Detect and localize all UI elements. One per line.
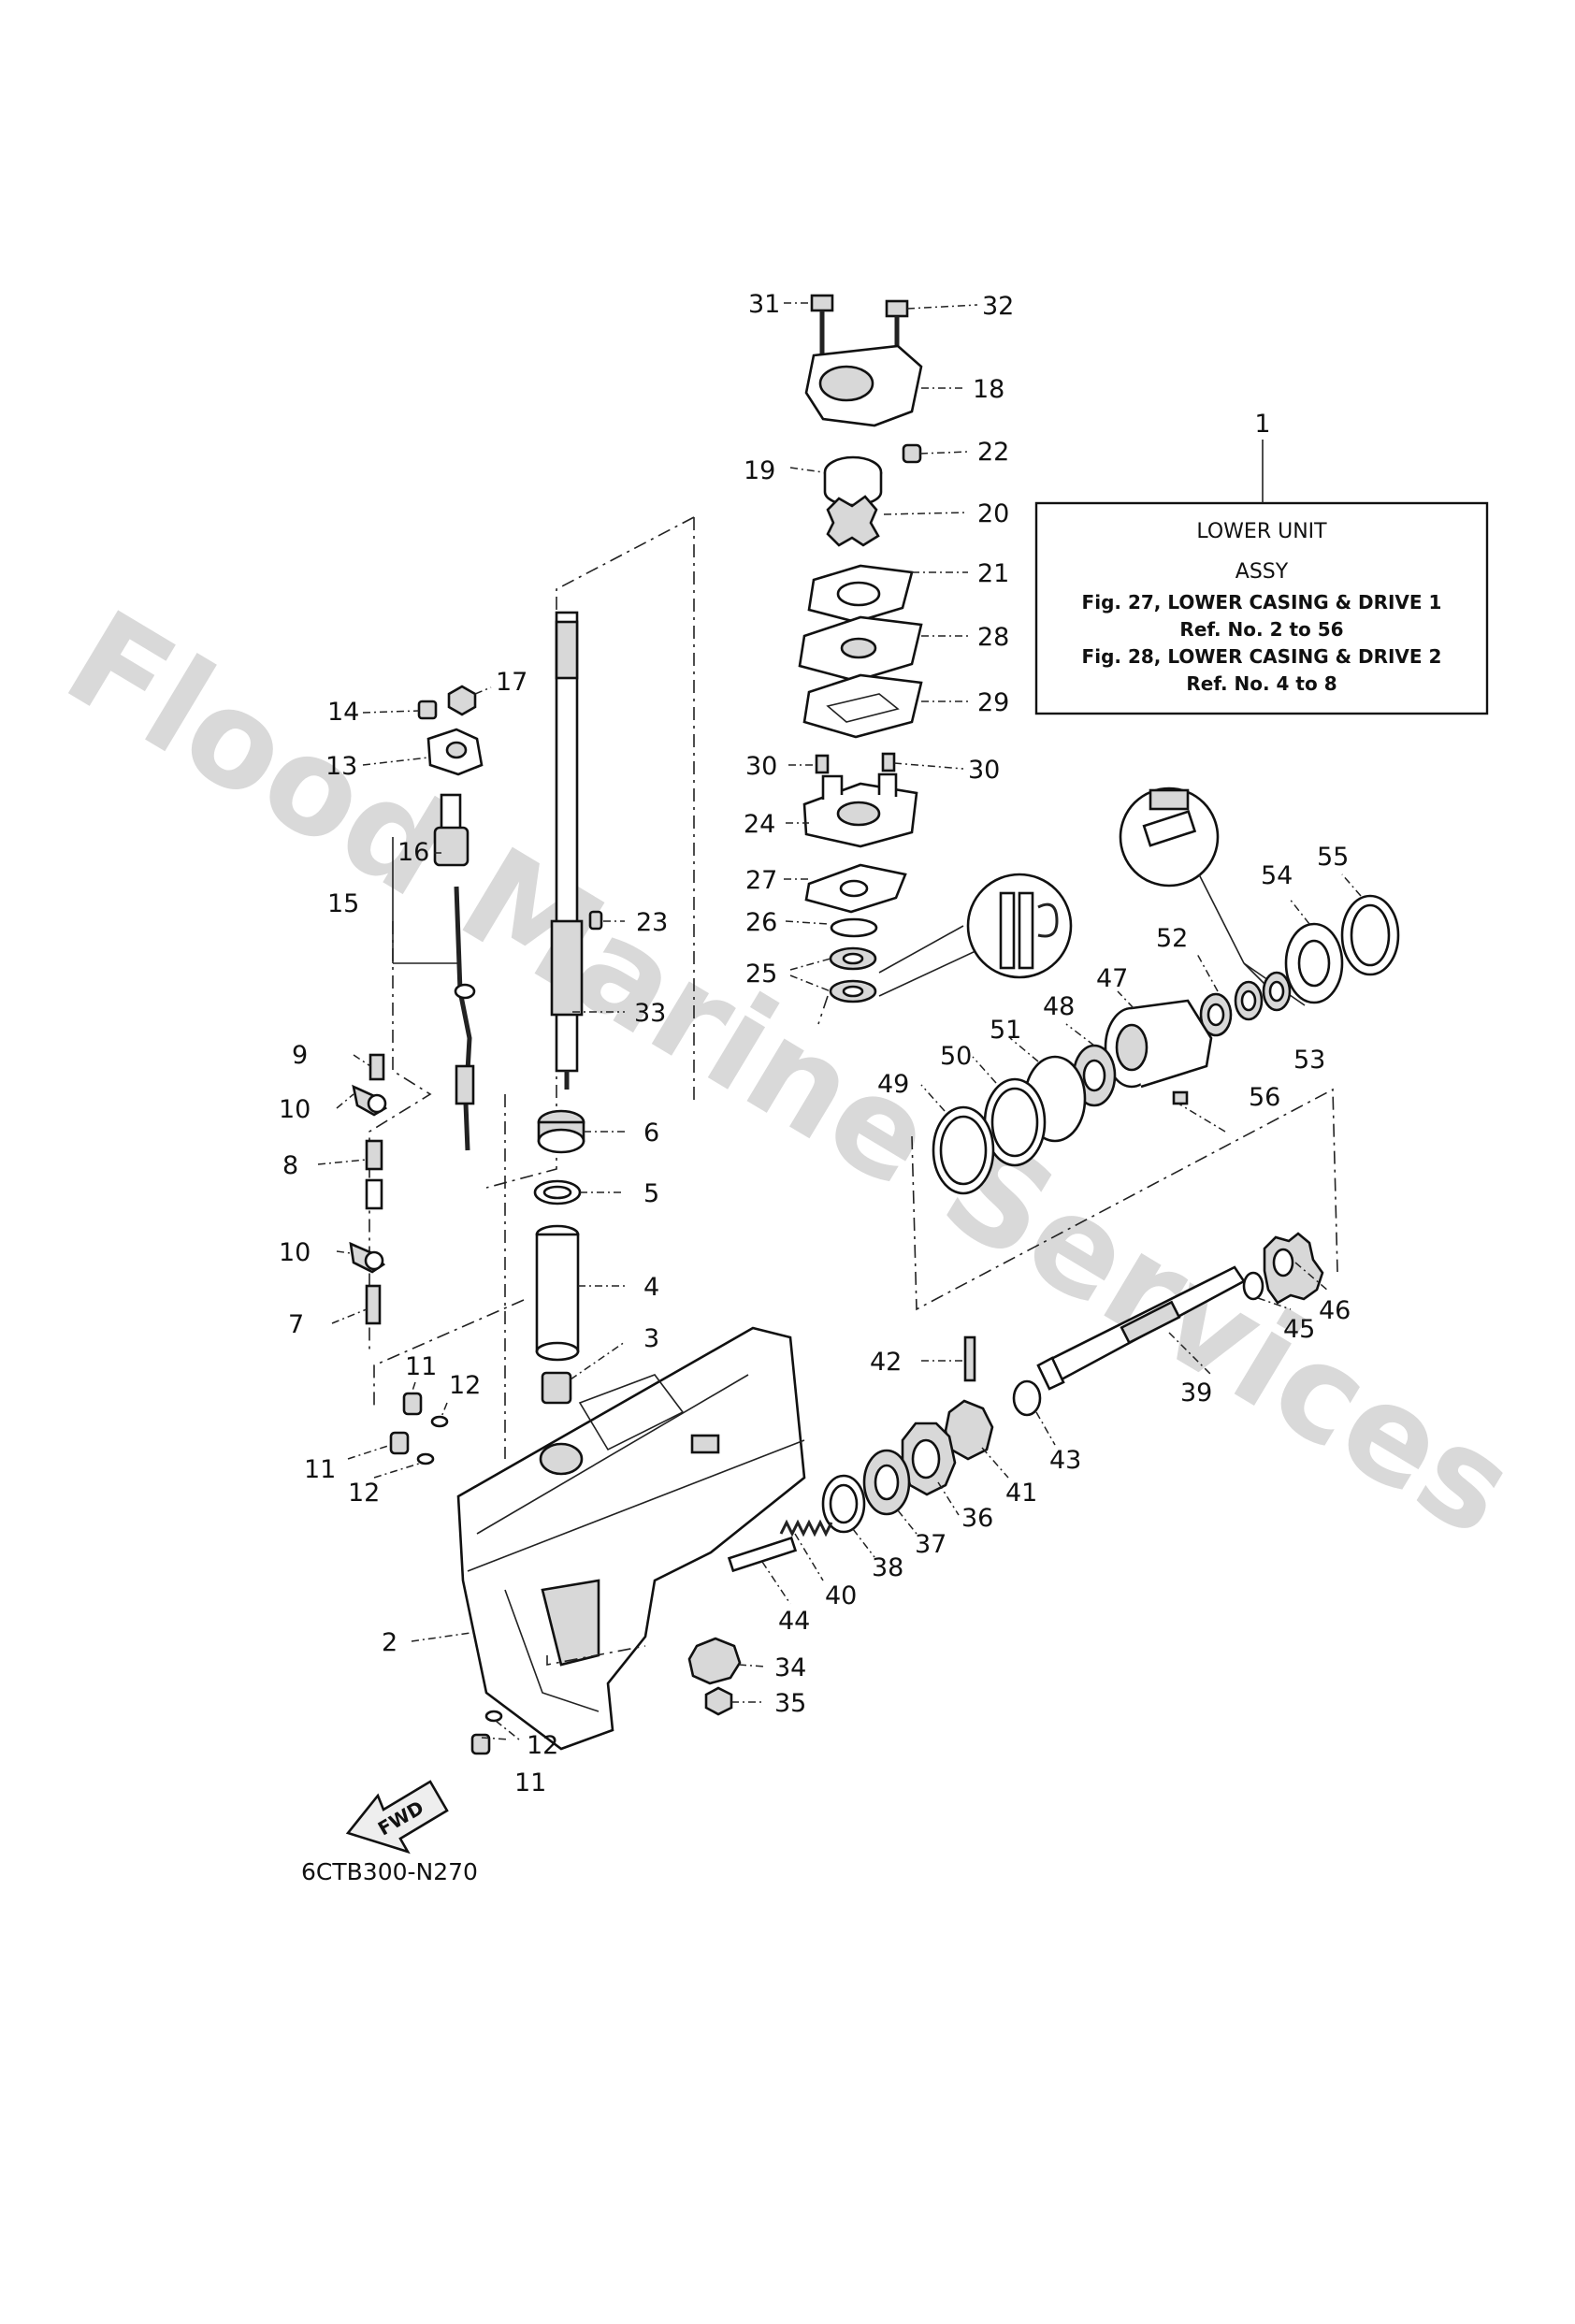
callout-56: 56 [1249,1083,1280,1112]
callout-36: 36 [961,1504,993,1533]
callout-28: 28 [977,623,1009,652]
callout-labels: 2 3 4 5 6 7 8 9 10 10 11 11 11 12 12 12 … [279,290,1351,1797]
callout-35: 35 [774,1689,806,1718]
callout-49: 49 [877,1070,909,1099]
box-title-line2: ASSY [1235,560,1289,584]
callout-11: 11 [514,1768,546,1797]
callout-10: 10 [279,1095,311,1124]
callout-26: 26 [745,908,777,937]
callout-2: 2 [382,1628,397,1657]
callout-43: 43 [1049,1446,1081,1475]
callout-25: 25 [745,960,777,989]
water-pump-parts [798,294,1073,1003]
callout-29: 29 [977,688,1009,717]
callout-34: 34 [774,1653,806,1682]
callout-48: 48 [1043,992,1075,1021]
shift-rod-parts [349,685,503,1755]
callout-11: 11 [405,1352,437,1381]
propeller-shaft-parts [687,787,1400,1716]
callout-51: 51 [990,1016,1021,1045]
box-line3: Fig. 27, LOWER CASING & DRIVE 1 [1082,591,1442,613]
figure-code: 6CTB300-N270 [301,1858,478,1885]
callout-24: 24 [744,810,775,839]
box-line5: Fig. 28, LOWER CASING & DRIVE 2 [1082,645,1442,668]
callout-14: 14 [327,698,359,727]
callout-12: 12 [348,1479,380,1508]
callout-45: 45 [1283,1315,1315,1344]
drive-shaft-parts [533,611,603,1405]
callout-54: 54 [1261,861,1293,890]
callout-12: 12 [449,1371,481,1400]
callout-52: 52 [1156,924,1188,953]
box-line4: Ref. No. 2 to 56 [1179,618,1343,641]
callout-47: 47 [1096,964,1128,993]
callout-4: 4 [643,1273,659,1302]
callout-22: 22 [977,438,1009,467]
callout-8: 8 [282,1151,298,1180]
callout-53: 53 [1293,1046,1325,1075]
callout-55: 55 [1317,843,1349,872]
callout-27: 27 [745,866,777,895]
callout-23: 23 [636,908,668,937]
box-title-line1: LOWER UNIT [1196,520,1327,543]
callout-40: 40 [825,1581,857,1610]
fwd-arrow-icon: FWD [345,1780,449,1855]
callout-15: 15 [327,889,359,918]
callout-19: 19 [744,456,775,485]
callout-7: 7 [288,1310,304,1339]
callout-38: 38 [872,1553,903,1582]
callout-46: 46 [1319,1296,1351,1325]
callout-16: 16 [397,838,429,867]
callout-6: 6 [643,1119,659,1148]
callout-5: 5 [643,1179,659,1208]
callout-3: 3 [643,1324,659,1353]
lower-unit-info-box: 1 LOWER UNIT ASSY Fig. 27, LOWER CASING … [1034,410,1489,715]
callout-31: 31 [748,290,780,319]
callout-30: 30 [745,752,777,781]
callout-41: 41 [1005,1479,1037,1508]
leader-lines [317,302,1362,1740]
callout-13: 13 [325,752,357,781]
callout-30: 30 [968,756,1000,785]
callout-32: 32 [982,292,1014,321]
lower-casing [456,1326,806,1751]
callout-39: 39 [1180,1379,1212,1407]
callout-33: 33 [634,999,666,1028]
box-line6: Ref. No. 4 to 8 [1186,672,1337,695]
callout-21: 21 [977,559,1009,588]
callout-10: 10 [279,1238,311,1267]
callout-12: 12 [527,1731,558,1760]
callout-9: 9 [292,1041,308,1070]
callout-37: 37 [915,1530,946,1559]
callout-42: 42 [870,1348,902,1377]
callout-20: 20 [977,499,1009,528]
callout-17: 17 [496,668,527,697]
callout-50: 50 [940,1042,972,1071]
callout-1: 1 [1254,410,1270,439]
callout-18: 18 [973,375,1004,404]
callout-11: 11 [304,1455,336,1484]
callout-44: 44 [778,1607,810,1636]
